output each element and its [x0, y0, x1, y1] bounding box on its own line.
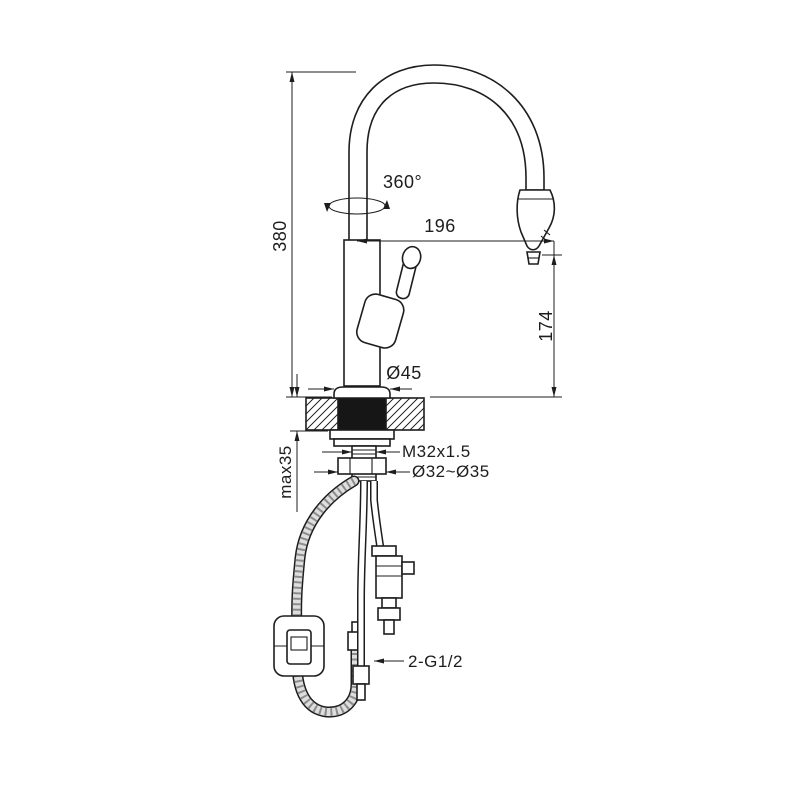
hose-nipple	[356, 683, 366, 701]
valve-body	[375, 555, 403, 599]
dimension-spray-height: 174	[430, 241, 562, 398]
dim-label-base-diameter: Ø45	[386, 363, 422, 383]
valve-fitting-g12	[377, 607, 401, 621]
dim-label-thread: M32x1.5	[402, 442, 471, 461]
mounting-hole	[337, 395, 387, 431]
hose-fitting-g12	[352, 665, 370, 685]
handle-base	[355, 293, 405, 349]
check-valve	[371, 545, 415, 635]
mounting-nut	[337, 457, 387, 475]
metal-washer	[333, 438, 391, 447]
dim-label-hose-connection: 2-G1/2	[408, 652, 463, 671]
supply-hose-1	[352, 480, 370, 701]
dim-label-reach: 196	[424, 216, 456, 236]
dim-label-swivel: 360°	[383, 172, 422, 192]
dimension-hole-diameter: Ø32~Ø35	[314, 462, 490, 481]
countertop-section	[305, 395, 425, 431]
dimension-thread: M32x1.5	[322, 442, 471, 461]
dim-label-height: 380	[270, 220, 290, 252]
handle-knob	[401, 245, 422, 270]
hose-weight	[273, 615, 325, 677]
dimension-hose-connection: 2-G1/2	[374, 652, 463, 671]
valve-branch	[401, 561, 415, 575]
base-flange	[333, 386, 391, 399]
swivel-indicator	[324, 197, 390, 215]
rubber-washer	[329, 429, 395, 440]
dimension-reach: 196	[357, 216, 554, 244]
supply-hose-2	[370, 481, 385, 553]
dimension-base-diameter: Ø45	[308, 363, 422, 392]
dim-label-hole-diameter: Ø32~Ø35	[412, 462, 490, 481]
dimension-max-thickness: max35	[276, 374, 328, 512]
mounting-shank	[329, 429, 395, 482]
handle-lever	[355, 245, 422, 349]
dim-label-max-thickness: max35	[276, 445, 295, 499]
spray-head	[516, 189, 556, 265]
dim-label-spray-height: 174	[536, 310, 556, 342]
faucet-spout	[348, 64, 545, 243]
dimension-overall-height: 380	[270, 71, 356, 398]
